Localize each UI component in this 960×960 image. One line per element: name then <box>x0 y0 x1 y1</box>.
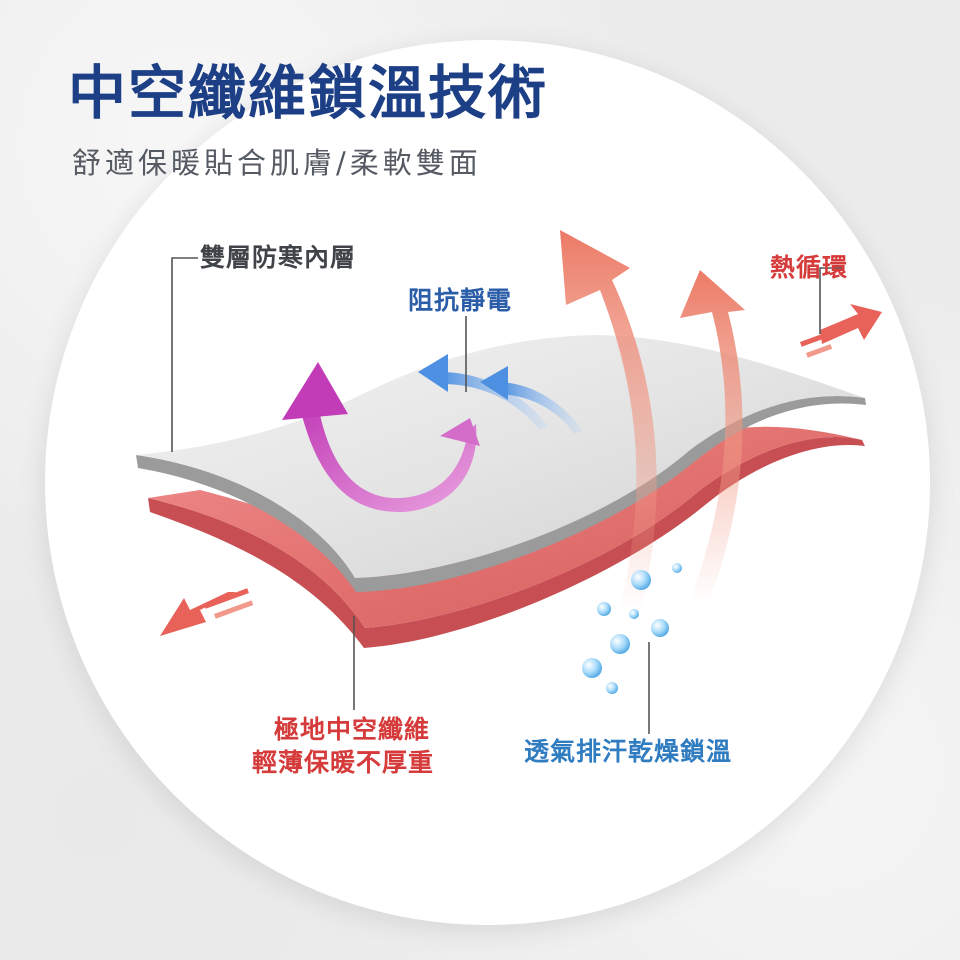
outward-arrow <box>800 304 882 358</box>
label-fiber-line2: 輕薄保暖不厚重 <box>252 747 435 777</box>
label-anti-static: 阻抗靜電 <box>408 286 513 315</box>
up-heat-arrow <box>680 270 745 604</box>
outward-arrow <box>160 588 254 636</box>
label-breathable: 透氣排汗乾燥鎖溫 <box>524 737 733 766</box>
label-double-layer: 雙層防寒內層 <box>200 243 357 272</box>
page-title: 中空纖維鎖溫技術 <box>68 59 549 127</box>
wind-arrow <box>418 354 582 434</box>
leader-lines <box>171 257 842 734</box>
water-bubble <box>582 563 682 694</box>
swirl-arrow <box>282 362 480 513</box>
page-subtitle: 舒適保暖貼合肌膚/柔軟雙面 <box>72 146 482 180</box>
label-heat-cycle: 熱循環 <box>770 253 849 282</box>
label-fiber: 極地中空纖維 輕薄保暖不厚重 <box>252 714 434 779</box>
grey-inner-layer <box>136 335 866 592</box>
label-fiber-line1: 極地中空纖維 <box>274 715 431 744</box>
